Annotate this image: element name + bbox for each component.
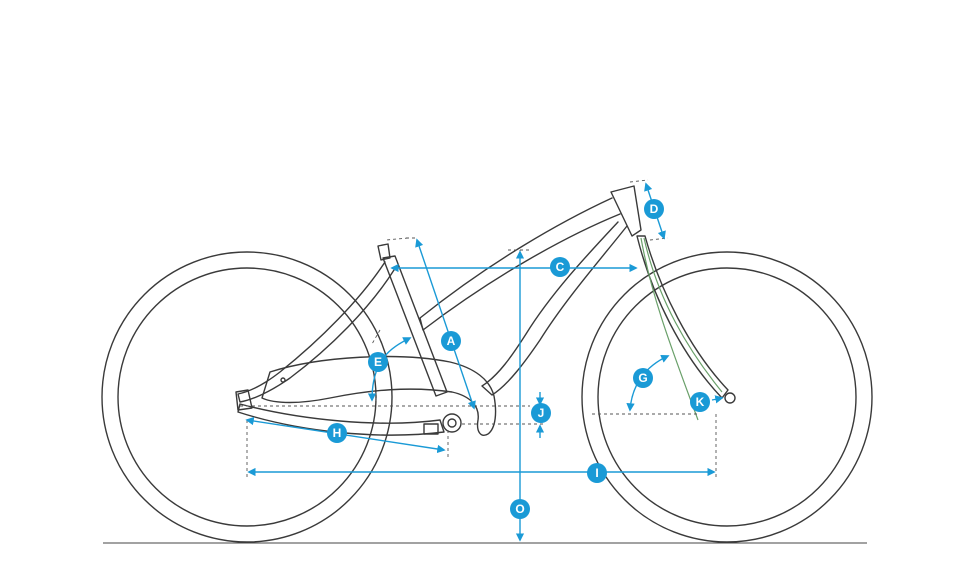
bike-frame <box>235 185 736 436</box>
badge-g-label: G <box>638 371 647 385</box>
badge-h: H <box>327 423 347 443</box>
badge-d-label: D <box>650 202 659 216</box>
dimension-arrows <box>245 182 724 542</box>
badge-o: O <box>510 499 530 519</box>
badge-c-label: C <box>556 260 565 274</box>
badge-k: K <box>690 392 710 412</box>
badge-c: C <box>550 257 570 277</box>
badge-h-label: H <box>333 426 342 440</box>
badge-i: I <box>587 463 607 483</box>
badge-a-label: A <box>447 334 456 348</box>
badge-g: G <box>633 368 653 388</box>
rear-wheel <box>101 251 393 543</box>
badge-e-label: E <box>374 355 382 369</box>
badge-a: A <box>441 331 461 351</box>
badge-d: D <box>644 199 664 219</box>
badge-i-label: I <box>595 466 598 480</box>
badge-k-label: K <box>696 395 705 409</box>
guide-lines <box>240 179 717 478</box>
badge-j-label: J <box>538 406 545 420</box>
badge-o-label: O <box>515 502 524 516</box>
badge-e: E <box>368 352 388 372</box>
badge-j: J <box>531 403 551 423</box>
front-wheel <box>581 251 873 543</box>
